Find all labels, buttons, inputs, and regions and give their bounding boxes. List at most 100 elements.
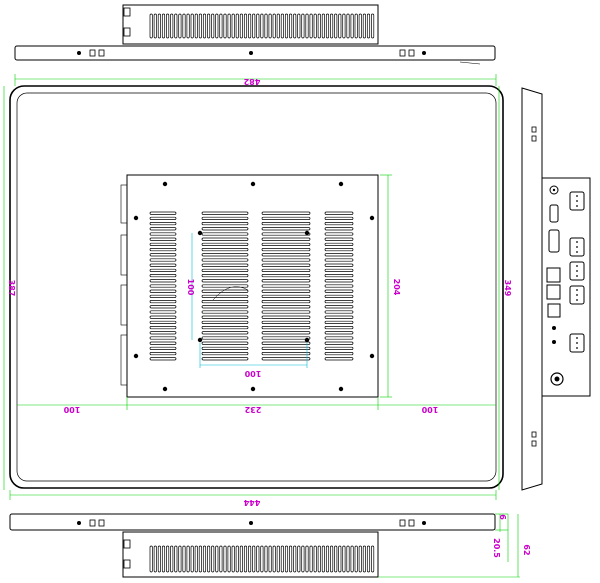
vent-slot <box>178 13 182 39</box>
vent-slot <box>301 13 305 39</box>
vent-slot <box>338 13 342 39</box>
vent-slot <box>276 545 280 573</box>
vent-slot <box>201 216 249 220</box>
vent-slot <box>305 13 309 39</box>
vent-slot <box>149 242 177 246</box>
com-pin <box>576 246 578 248</box>
vent-slot <box>201 258 249 262</box>
vent-slot <box>280 13 284 39</box>
com-pin <box>576 205 578 207</box>
vent-slot <box>256 545 260 573</box>
vent-slot <box>280 545 284 573</box>
com-port <box>569 285 585 305</box>
vent-slot <box>338 545 342 573</box>
top-port-4 <box>408 49 415 57</box>
vent-slot <box>264 13 268 39</box>
vent-slot <box>149 336 177 340</box>
vent-slot <box>149 279 177 283</box>
vent-slot <box>211 13 215 39</box>
vent-slot <box>325 13 330 39</box>
vent-slot <box>231 13 235 39</box>
bottom-bezel-strip <box>9 513 496 531</box>
vent-slot <box>198 545 202 573</box>
vent-slot <box>324 336 354 340</box>
vent-slot <box>201 268 249 272</box>
vent-slot <box>235 13 239 39</box>
panel-inner <box>16 92 497 482</box>
vent-slot <box>324 211 354 215</box>
vent-slot <box>261 326 311 330</box>
top-screw-mid <box>249 51 253 55</box>
vent-slot <box>261 284 311 288</box>
vent-slot <box>201 294 249 298</box>
audio-jack-2 <box>552 340 556 344</box>
vent-slot <box>178 545 182 573</box>
dim-vesa-horizontal: 100 <box>244 369 261 378</box>
vent-slot <box>261 300 311 304</box>
vent-slot <box>261 305 311 309</box>
vent-slot <box>272 13 276 39</box>
vent-slot <box>324 274 354 278</box>
vent-slot <box>324 352 354 356</box>
vent-slot <box>324 320 354 324</box>
vent-slot <box>346 545 350 573</box>
vent-slot <box>261 352 311 356</box>
vent-slot <box>201 222 249 226</box>
vent-slot <box>261 346 311 350</box>
vent-slot <box>239 545 243 573</box>
vent-slot <box>324 268 354 272</box>
vent-slot <box>366 13 371 39</box>
hdmi-port <box>549 204 559 223</box>
vent-slot <box>149 357 177 361</box>
vent-slot <box>243 545 248 573</box>
vent-slot <box>215 545 219 573</box>
dim-total-depth: 62 <box>522 544 531 555</box>
vent-slot <box>289 545 293 573</box>
vent-slot <box>149 268 177 272</box>
usb-stack-2 <box>546 284 561 300</box>
bottom-enclosure-body <box>122 531 379 578</box>
vent-slot <box>201 237 249 241</box>
com-pin <box>576 200 578 202</box>
vent-slot <box>227 13 231 39</box>
vent-slot <box>268 545 272 573</box>
vent-slot <box>324 305 354 309</box>
com-pin <box>576 241 578 243</box>
vent-slot <box>324 357 354 361</box>
vent-slot <box>324 248 354 252</box>
vent-slot <box>198 13 202 39</box>
vent-slot <box>261 315 311 319</box>
dim-display-height: 349 <box>503 280 512 297</box>
vent-slot <box>215 13 219 39</box>
vent-slot <box>366 545 371 573</box>
com-pin <box>576 342 578 344</box>
vent-slot <box>350 545 354 573</box>
vent-slot <box>248 13 252 39</box>
vent-slot <box>297 545 301 573</box>
com-port <box>569 191 585 211</box>
vent-slot <box>324 242 354 246</box>
side-bezel <box>521 87 543 491</box>
vent-slot <box>227 545 231 573</box>
vent-slot <box>149 216 177 220</box>
vent-slot <box>324 331 354 335</box>
vent-slot <box>166 13 170 39</box>
vent-slot <box>149 289 177 293</box>
com-port <box>569 333 585 353</box>
vent-slot <box>261 268 311 272</box>
vent-slot <box>261 222 311 226</box>
vent-slot <box>149 310 177 314</box>
vent-slot <box>161 13 166 39</box>
dim-left-offset: 100 <box>63 405 80 414</box>
vent-slot <box>321 13 325 39</box>
vent-slot <box>256 13 260 39</box>
vent-slot <box>149 237 177 241</box>
vent-slot <box>201 263 249 267</box>
vent-slot <box>201 248 249 252</box>
vent-slot <box>201 253 249 257</box>
vent-slot <box>252 545 256 573</box>
dim-box-height: 204 <box>392 279 401 296</box>
vent-slot <box>324 315 354 319</box>
vent-slot <box>261 253 311 257</box>
side-io-panel <box>541 177 591 397</box>
